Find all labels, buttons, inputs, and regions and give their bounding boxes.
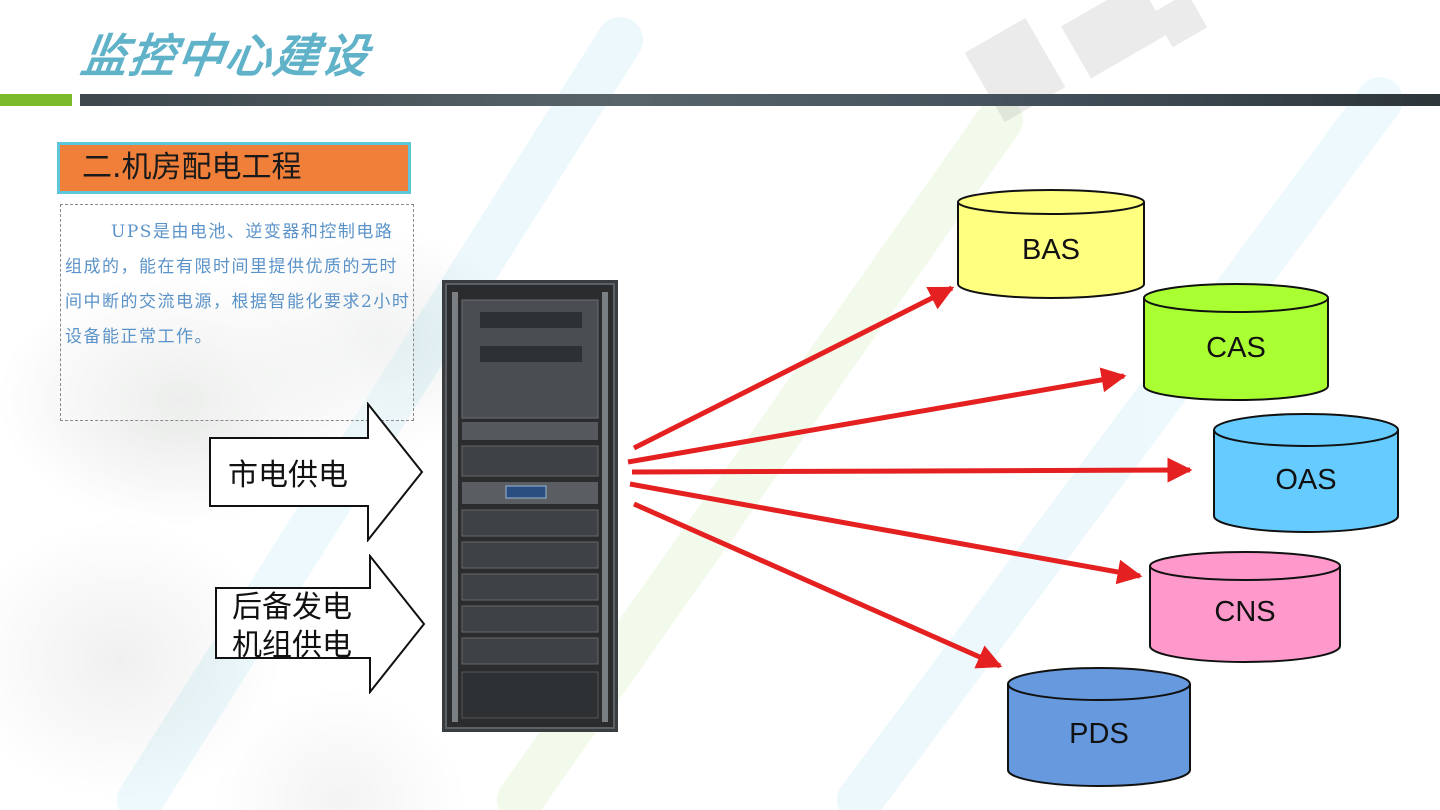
generator-power-label-line2: 机组供电 [232, 628, 352, 663]
cylinder-label-bas: BAS [1021, 234, 1081, 266]
cylinder-cas [1143, 283, 1329, 401]
title-accent-bar [0, 94, 72, 106]
cylinder-label-cas: CAS [1206, 332, 1266, 364]
server-rack-icon [442, 280, 618, 732]
cylinder-label-cns: CNS [1214, 596, 1276, 628]
generator-power-arrow [215, 554, 426, 694]
mains-power-arrow [209, 402, 424, 542]
mains-power-label: 市电供电 [228, 458, 348, 493]
cylinder-label-pds: PDS [1069, 718, 1129, 750]
cylinder-bas [957, 189, 1145, 299]
title-divider-bar [80, 94, 1440, 106]
cylinder-pds [1007, 667, 1191, 787]
generator-power-label-line1: 后备发电 [232, 590, 352, 625]
section-heading: 二.机房配电工程 [57, 142, 411, 194]
description-text: UPS是由电池、逆变器和控制电路组成的，能在有限时间里提供优质的无时间中断的交流… [65, 222, 411, 347]
description-box: UPS是由电池、逆变器和控制电路组成的，能在有限时间里提供优质的无时间中断的交流… [60, 204, 414, 421]
cylinder-oas [1213, 413, 1399, 533]
cylinder-label-oas: OAS [1275, 464, 1337, 496]
cylinder-cns [1149, 551, 1341, 663]
